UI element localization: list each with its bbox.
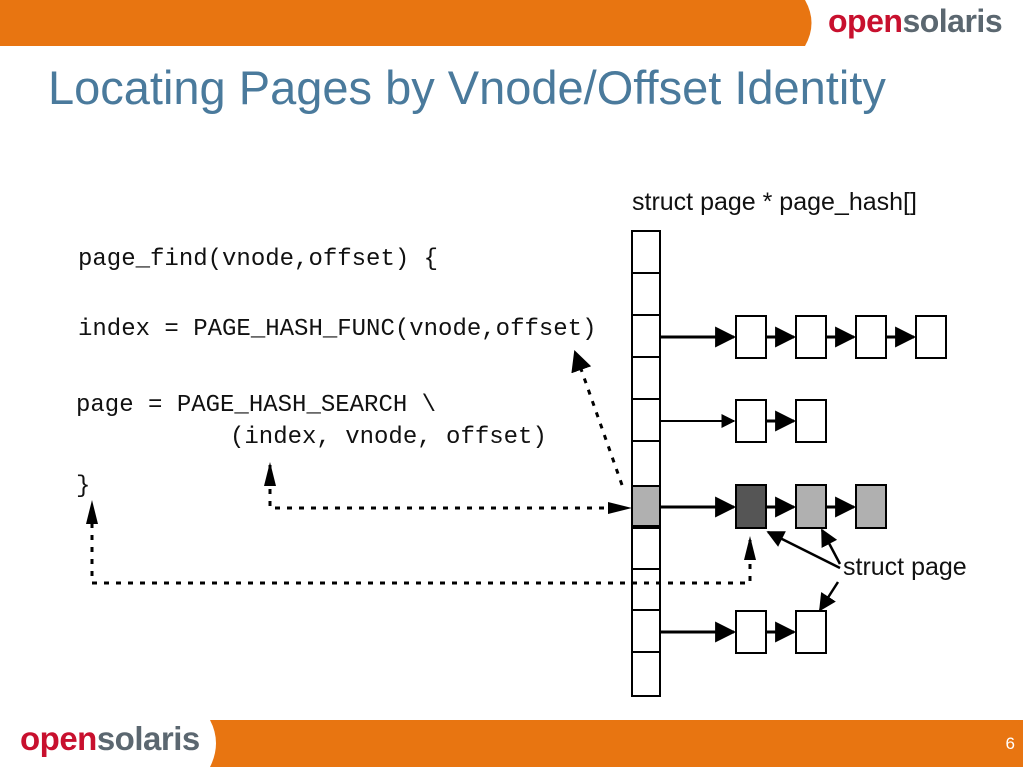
hash-array-border <box>631 230 661 697</box>
page-node <box>795 484 827 529</box>
code-line-page-find: page_find(vnode,offset) { <box>78 246 438 273</box>
struct-page-pointers <box>766 528 842 612</box>
code-line-index: index = PAGE_HASH_FUNC(vnode,offset) <box>78 316 596 343</box>
index-to-bucket-arrow <box>571 350 624 486</box>
page-chain-1 <box>660 315 947 359</box>
header-bar <box>0 0 1023 46</box>
opensolaris-logo-bottom: opensolaris <box>20 720 200 758</box>
page-return-arrow <box>90 505 752 585</box>
logo-solaris-text: solaris <box>902 3 1003 39</box>
page-chain-4 <box>660 610 827 654</box>
code-line-close-brace: } <box>76 473 90 500</box>
header-bar-shape <box>0 0 812 46</box>
search-to-bucket-arrow <box>268 465 625 510</box>
code-line-search-args: (index, vnode, offset) <box>230 424 547 451</box>
slide-page-number: 6 <box>1005 734 1015 753</box>
footer-bar <box>0 716 1023 767</box>
opensolaris-logo-top: opensolaris <box>828 3 1003 40</box>
page-node <box>735 399 767 443</box>
hash-bucket-selected <box>631 485 661 527</box>
page-chain-3 <box>660 484 887 529</box>
struct-page-label: struct page <box>843 553 967 581</box>
code-line-page-hash-search: page = PAGE_HASH_SEARCH \ <box>76 392 436 419</box>
page-node <box>735 610 767 654</box>
page-hash-diagram: page_find(vnode,offset) { index = PAGE_H… <box>76 188 967 697</box>
page-node <box>915 315 947 359</box>
logo-open-text: open <box>20 720 97 757</box>
footer-bar-shape <box>210 720 1023 767</box>
page-node <box>855 315 887 359</box>
arrow-heads <box>86 462 756 560</box>
found-page-node <box>735 484 767 529</box>
page-hash-array-label: struct page * page_hash[] <box>632 188 917 216</box>
page-node <box>795 315 827 359</box>
page-node <box>855 484 887 529</box>
page-hash-array <box>631 230 661 697</box>
page-chain-2 <box>660 399 827 443</box>
logo-open-text: open <box>828 3 903 39</box>
page-node <box>795 610 827 654</box>
slide-title: Locating Pages by Vnode/Offset Identity <box>48 61 886 114</box>
page-node <box>795 399 827 443</box>
logo-solaris-text: solaris <box>96 720 200 757</box>
page-node <box>735 315 767 359</box>
